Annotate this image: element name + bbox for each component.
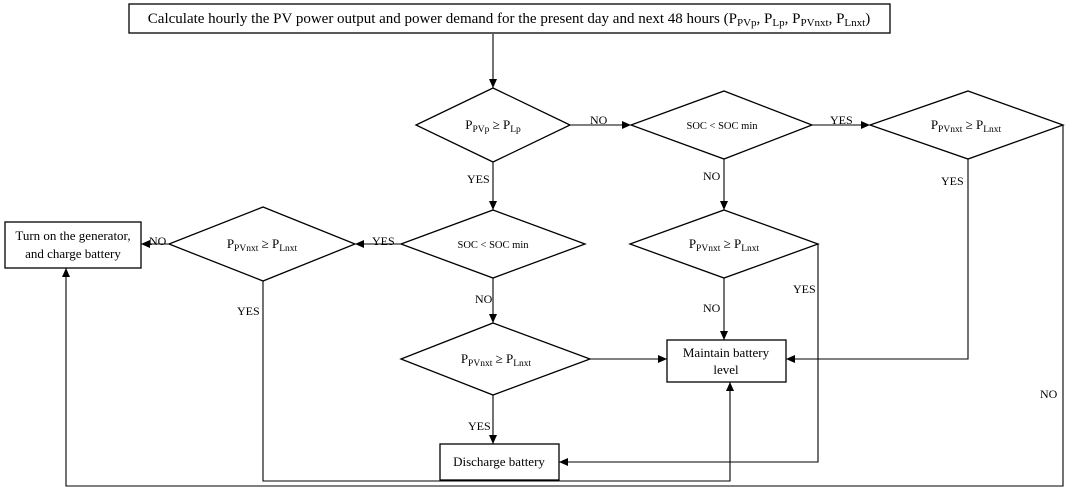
decision-ppv-vs-pl-text: PPVp ≥ PLp [465, 117, 521, 135]
label-soc-mid-no: NO [475, 292, 493, 306]
action-discharge-text: Discharge battery [453, 454, 545, 469]
label-soc-top-yes: YES [830, 113, 853, 127]
decision-pnxt-bottom: PPVnxt ≥ PLnxt [399, 322, 592, 396]
edge-pnxt-midright-yes-to-discharge [559, 244, 819, 466]
edge-pnxt-left-yes-to-maintain [262, 278, 734, 482]
label-soc-mid-yes: YES [372, 234, 395, 248]
decision-pnxt-bottom-text: PPVnxt ≥ PLnxt [461, 351, 532, 369]
edge-labels: NO YES YES NO NO NO YES YES YES NO YES N… [149, 113, 1058, 433]
action-generator: Turn on the generator, and charge batter… [4, 221, 142, 269]
label-pnxt-right-no: NO [1040, 387, 1058, 401]
label-d1-no: NO [590, 113, 608, 127]
edge-pnxt-right-yes-to-maintain [786, 159, 969, 363]
label-d1-yes: YES [467, 172, 490, 186]
decision-soc-top: SOC < SOC min [629, 90, 814, 160]
label-pnxt-midright-no: NO [703, 301, 721, 315]
action-generator-line1: Turn on the generator, [15, 228, 130, 243]
label-pnxt-midright-yes: YES [793, 282, 816, 296]
decision-pnxt-left: PPVnxt ≥ PLnxt [167, 206, 357, 282]
action-maintain-line2: level [713, 362, 739, 377]
label-soc-top-no: NO [703, 169, 721, 183]
decision-soc-top-text: SOC < SOC min [687, 121, 759, 132]
decision-ppv-vs-pl: PPVp ≥ PLp [414, 87, 572, 163]
decision-soc-mid-text: SOC < SOC min [458, 240, 530, 251]
action-generator-line2: and charge battery [25, 246, 121, 261]
edge-pnxt-right-no-to-generator [62, 125, 1064, 487]
decision-pnxt-left-text: PPVnxt ≥ PLnxt [227, 236, 298, 254]
label-pnxt-left-no: NO [149, 234, 167, 248]
decision-pnxt-midright: PPVnxt ≥ PLnxt [628, 209, 820, 279]
start-box: Calculate hourly the PV power output and… [128, 3, 891, 34]
edges [62, 34, 1064, 487]
decision-soc-mid: SOC < SOC min [399, 209, 587, 279]
start-box-text: Calculate hourly the PV power output and… [148, 11, 870, 29]
action-maintain-line1: Maintain battery [683, 345, 770, 360]
action-discharge: Discharge battery [439, 443, 560, 481]
decision-pnxt-midright-text: PPVnxt ≥ PLnxt [689, 236, 760, 254]
decision-pnxt-right-text: PPVnxt ≥ PLnxt [931, 117, 1002, 135]
label-pnxt-bottom-yes: YES [468, 419, 491, 433]
action-maintain: Maintain battery level [666, 339, 787, 383]
label-pnxt-right-yes: YES [941, 174, 964, 188]
label-pnxt-left-yes: YES [237, 304, 260, 318]
decision-pnxt-right: PPVnxt ≥ PLnxt [868, 90, 1065, 160]
